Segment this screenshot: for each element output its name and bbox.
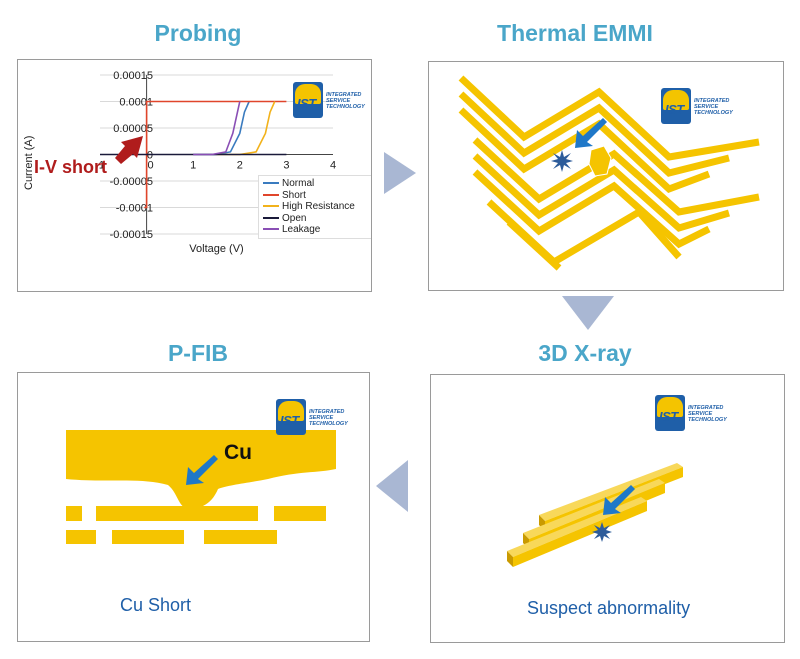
cu-label: Cu [224, 441, 252, 464]
y-tick-label: 0.0001 [119, 97, 153, 109]
legend-entry: Short [263, 190, 306, 201]
series-line-leakage [193, 101, 241, 156]
legend-swatch [263, 182, 279, 185]
legend-swatch [263, 205, 279, 208]
probing-title: Probing [154, 20, 242, 46]
y-tick-label: 0.00005 [113, 123, 153, 135]
legend-entry: Leakage [263, 224, 320, 235]
hot-spot-burst-icon [551, 150, 573, 172]
x-axis-label: Voltage (V) [189, 243, 243, 255]
legend-swatch [263, 228, 279, 231]
y-axis-label: Current (A) [23, 136, 35, 190]
y-tick-label: -0.00005 [110, 176, 153, 188]
xray-title: 3D X-ray [538, 340, 632, 366]
ist-logo: IST INTEGRATED SERVICE TECHNOLOGY [661, 88, 741, 128]
x-tick-label: 0 [148, 160, 154, 172]
thermal-emmi-panel: IST INTEGRATED SERVICE TECHNOLOGY [428, 61, 784, 291]
flow-arrow-down [562, 296, 614, 330]
thermal-emmi-title: Thermal EMMI [497, 20, 653, 46]
cu-short-caption: Cu Short [120, 595, 192, 615]
flow-arrow-left [376, 460, 408, 512]
legend-swatch [263, 193, 279, 196]
ist-logo: IST INTEGRATED SERVICE TECHNOLOGY [655, 395, 735, 435]
legend-label: Normal [282, 178, 315, 189]
x-tick-label: -1 [95, 160, 105, 172]
y-tick-label: 0 [147, 150, 153, 162]
y-tick-label: -0.00015 [110, 229, 153, 241]
pfib-pointer-arrow [186, 455, 218, 485]
legend-swatch [263, 216, 279, 219]
iv-short-callout: I-V short [34, 157, 108, 177]
pfib-title: P-FIB [167, 340, 229, 366]
defect-burst-icon [592, 522, 612, 542]
callout-arrow [115, 136, 143, 164]
y-tick-label: -0.0001 [116, 203, 153, 215]
legend-label: High Resistance [282, 201, 355, 212]
x-tick-label: 2 [237, 160, 243, 172]
emmi-pointer-arrow [575, 118, 607, 148]
iv-chart: 0.00015 0.0001 0.00005 0 -0.00005 -0.0001 -0.0… [23, 70, 336, 255]
xray-panel: IST INTEGRATED SERVICE TECHNOLOGY Suspec… [430, 374, 785, 643]
legend-entry: Open [263, 213, 306, 224]
ist-logo: IST INTEGRATED SERVICE TECHNOLOGY [293, 82, 371, 122]
x-tick-label: 1 [190, 160, 196, 172]
suspect-abnormality-caption: Suspect abnormality [527, 598, 691, 618]
ist-logo: IST INTEGRATED SERVICE TECHNOLOGY [276, 399, 356, 439]
y-tick-label: 0.00015 [113, 70, 153, 82]
probing-panel: 0.00015 0.0001 0.00005 0 -0.00005 -0.0001 -0.0… [17, 59, 372, 292]
pfib-panel: Cu IST INTEGRATED SERVICE TECHNOLOGY Cu … [17, 372, 370, 642]
legend-label: Short [282, 189, 306, 201]
legend-label: Open [282, 212, 307, 224]
flow-arrow-right [384, 152, 416, 194]
x-tick-label: 3 [283, 160, 289, 172]
legend-entry: Normal [263, 178, 314, 189]
legend-entry: High Resistance [263, 201, 355, 212]
legend-label: Leakage [282, 224, 321, 235]
x-tick-label: 4 [330, 160, 336, 172]
xray-pointer-arrow [603, 485, 635, 515]
